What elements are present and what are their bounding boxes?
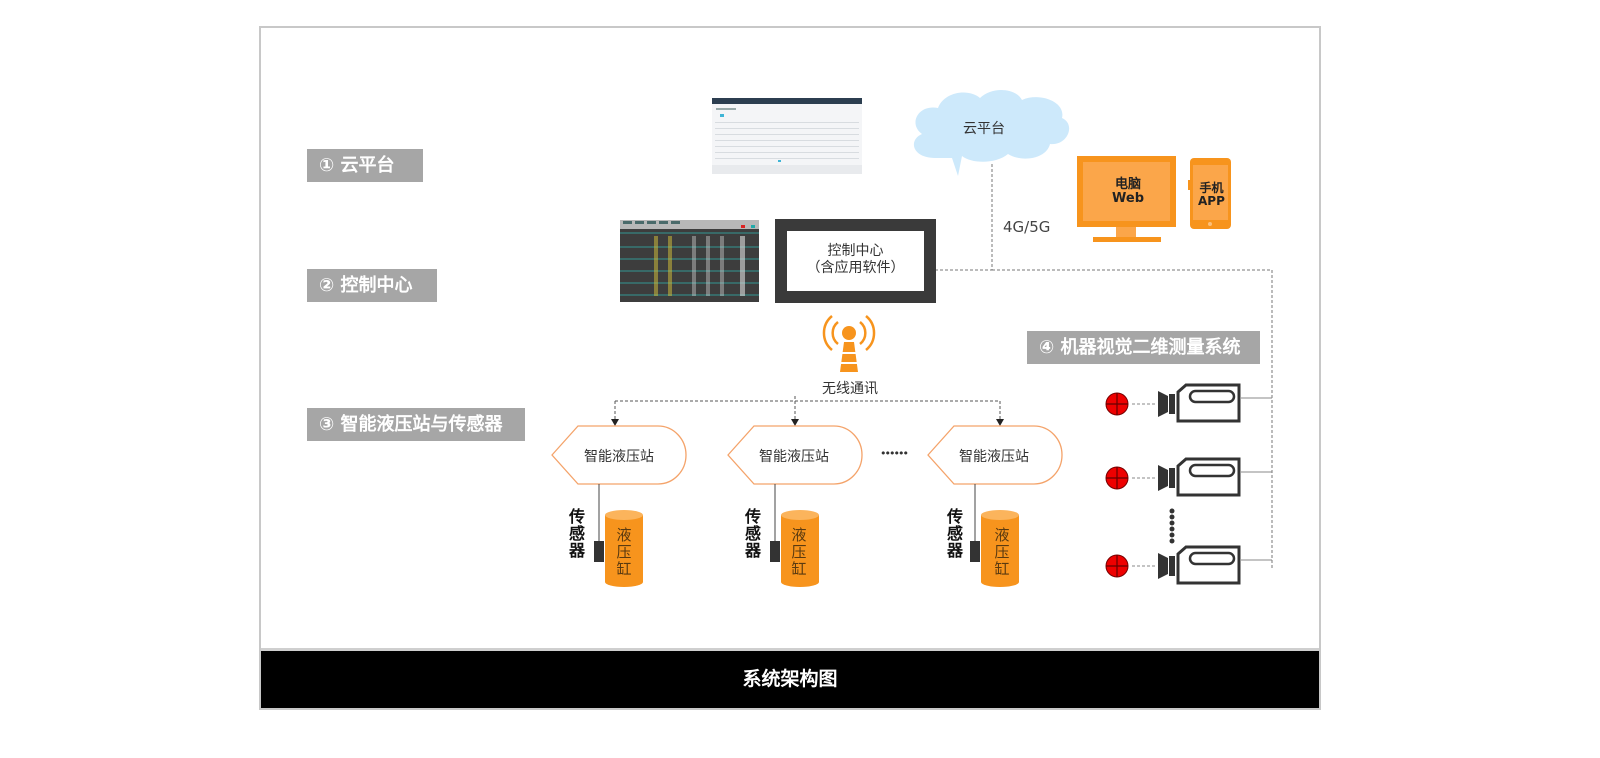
- phone-label-line1: 手机: [1199, 181, 1224, 195]
- sensor-label: 传感器: [745, 507, 762, 560]
- network-label: 4G/5G: [1003, 218, 1051, 236]
- hydraulic-station: [551, 425, 687, 587]
- section-label-machine-vision: ④ 机器视觉二维测量系统: [1027, 331, 1260, 364]
- arrow-down-icon: [996, 419, 1004, 426]
- stations-ellipsis: ••••••: [880, 447, 909, 460]
- phone-label: 手机 APP: [1198, 182, 1225, 208]
- cylinder-top: [781, 510, 819, 520]
- crosshair-icon: [1106, 467, 1128, 489]
- wireless-tower-body: [840, 342, 858, 372]
- cylinder-label: 液压缸: [994, 526, 1010, 578]
- pc-monitor-icon: [1077, 156, 1176, 242]
- link-control-cameras: [992, 269, 1273, 568]
- station-label: 智能液压站: [759, 449, 829, 465]
- cylinder-top: [981, 510, 1019, 520]
- wireless-tower-icon: [822, 315, 876, 351]
- camera-lens-icon: [1158, 465, 1168, 491]
- station-shape: [551, 425, 687, 485]
- link-cloud-control: [936, 164, 993, 271]
- camera-lens-icon: [1158, 391, 1168, 417]
- hydraulic-cylinder-icon: [981, 515, 1019, 587]
- crosshair-icon: [1106, 393, 1128, 415]
- cylinder-top: [605, 510, 643, 520]
- camera-unit: [1105, 457, 1272, 497]
- cloud-label: 云平台: [963, 121, 1005, 137]
- cylinder-label: 液压缸: [616, 526, 632, 578]
- cloud-icon: [913, 89, 1070, 176]
- footer-divider: [261, 648, 1319, 651]
- camera-ellipsis-dots: [1169, 508, 1175, 544]
- crosshair-icon: [1106, 555, 1128, 577]
- cylinder-label: 液压缸: [791, 526, 807, 578]
- camera-unit: [1105, 545, 1272, 585]
- section-label-cloud: ① 云平台: [307, 149, 423, 182]
- pc-label-line1: 电脑: [1114, 177, 1141, 192]
- figure-caption: 系统架构图: [261, 651, 1319, 708]
- camera-lens-icon: [1158, 553, 1168, 579]
- sensor-label: 传感器: [569, 507, 586, 560]
- wireless-label: 无线通讯: [822, 381, 878, 397]
- pc-label: 电脑 Web: [1112, 178, 1144, 206]
- control-center-label: 控制中心 （含应用软件）: [787, 243, 924, 277]
- station-label: 智能液压站: [584, 449, 654, 465]
- wireless-tower-head: [842, 326, 856, 340]
- section-label-hydraulic-stations: ③ 智能液压站与传感器: [307, 408, 525, 441]
- control-center-monitor: [775, 219, 936, 303]
- sensor-icon: [594, 541, 604, 562]
- arrow-down-icon: [791, 419, 799, 426]
- stations-group: [551, 425, 1063, 587]
- hydraulic-cylinder-icon: [781, 515, 819, 587]
- hydraulic-station: [727, 425, 863, 587]
- section-label-control-center: ② 控制中心: [307, 269, 437, 302]
- cloud-dashboard-thumbnail: [712, 98, 862, 174]
- sensor-icon: [970, 541, 980, 562]
- hydraulic-cylinder-icon: [605, 515, 643, 587]
- camera-unit: [1105, 383, 1272, 423]
- control-center-line1: 控制中心: [827, 243, 884, 259]
- control-center-line2: （含应用软件）: [806, 260, 905, 276]
- phone-icon: [1188, 158, 1231, 229]
- sensor-icon: [770, 541, 780, 562]
- control-software-thumbnail: [620, 220, 759, 302]
- station-shape: [727, 425, 863, 485]
- station-label: 智能液压站: [959, 449, 1029, 465]
- arrow-down-icon: [611, 419, 619, 426]
- sensor-label: 传感器: [947, 507, 964, 560]
- pc-label-line2: Web: [1112, 191, 1144, 206]
- hydraulic-station: [927, 425, 1063, 587]
- cameras-group: [1105, 383, 1272, 585]
- phone-label-line2: APP: [1198, 194, 1225, 208]
- station-shape: [927, 425, 1063, 485]
